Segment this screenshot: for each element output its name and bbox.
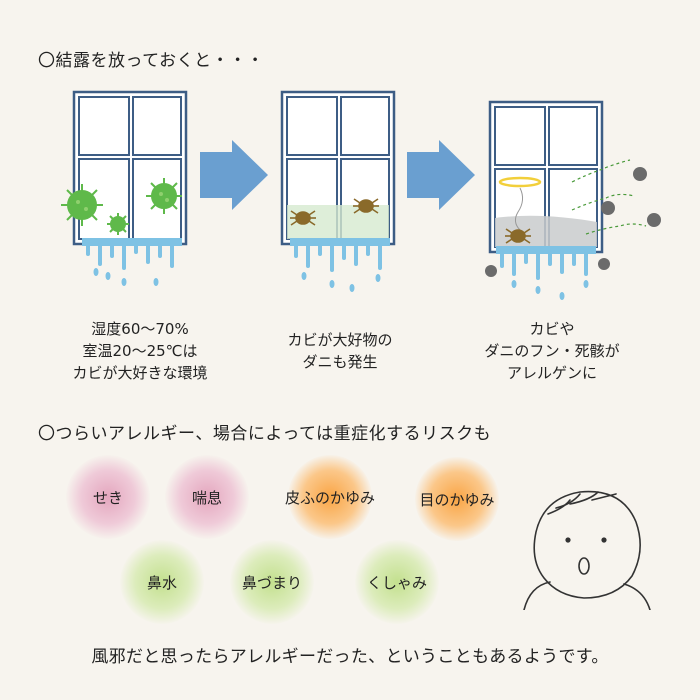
dust-particle-icon bbox=[485, 167, 661, 277]
symptom-itchy-eyes: 目のかゆみ bbox=[415, 457, 499, 541]
caption-line: カビが大好物の bbox=[287, 331, 393, 349]
mite-icon bbox=[290, 198, 379, 226]
caption-mites: カビが大好物の ダニも発生 bbox=[240, 329, 440, 373]
symptom-stuffy-nose: 鼻づまり bbox=[230, 540, 314, 624]
symptom-runny-nose: 鼻水 bbox=[120, 540, 204, 624]
arrow-right-icon bbox=[200, 140, 268, 210]
caption-line: ダニも発生 bbox=[302, 353, 378, 371]
footer-note: 風邪だと思ったらアレルギーだった、ということもあるようです。 bbox=[91, 647, 609, 667]
caption-line: 室温20〜25℃は bbox=[82, 342, 198, 360]
caption-line: カビが大好きな環境 bbox=[72, 364, 208, 382]
airflow-lines bbox=[571, 159, 647, 235]
caption-allergens: カビや ダニのフン・死骸が アレルゲンに bbox=[452, 318, 652, 384]
condensation-water bbox=[290, 238, 390, 292]
caption-humidity: 湿度60〜70% 室温20〜25℃は カビが大好きな環境 bbox=[40, 318, 240, 384]
mite-icon bbox=[505, 228, 531, 244]
symptom-cough: せき bbox=[66, 455, 150, 539]
symptom-asthma: 喘息 bbox=[165, 455, 249, 539]
child-face-icon bbox=[523, 490, 651, 610]
symptom-itchy-skin: 皮ふのかゆみ bbox=[285, 455, 375, 539]
mold-virus-icon bbox=[61, 178, 182, 235]
condensation-illustration bbox=[61, 90, 661, 300]
caption-line: アレルゲンに bbox=[506, 364, 597, 382]
heading-allergy-risk: 〇つらいアレルギー、場合によっては重症化するリスクも bbox=[38, 424, 492, 444]
caption-line: カビや bbox=[529, 320, 575, 338]
condensation-water bbox=[82, 238, 182, 286]
arrow-right-icon bbox=[407, 140, 475, 210]
caption-line: 湿度60〜70% bbox=[91, 320, 189, 338]
heading-condensation: 〇結露を放っておくと・・・ bbox=[38, 51, 265, 71]
window-icon bbox=[72, 90, 188, 246]
caption-line: ダニのフン・死骸が bbox=[484, 342, 620, 360]
condensation-water bbox=[496, 246, 596, 300]
symptom-sneeze: くしゃみ bbox=[355, 540, 439, 624]
halo-icon bbox=[498, 176, 542, 231]
